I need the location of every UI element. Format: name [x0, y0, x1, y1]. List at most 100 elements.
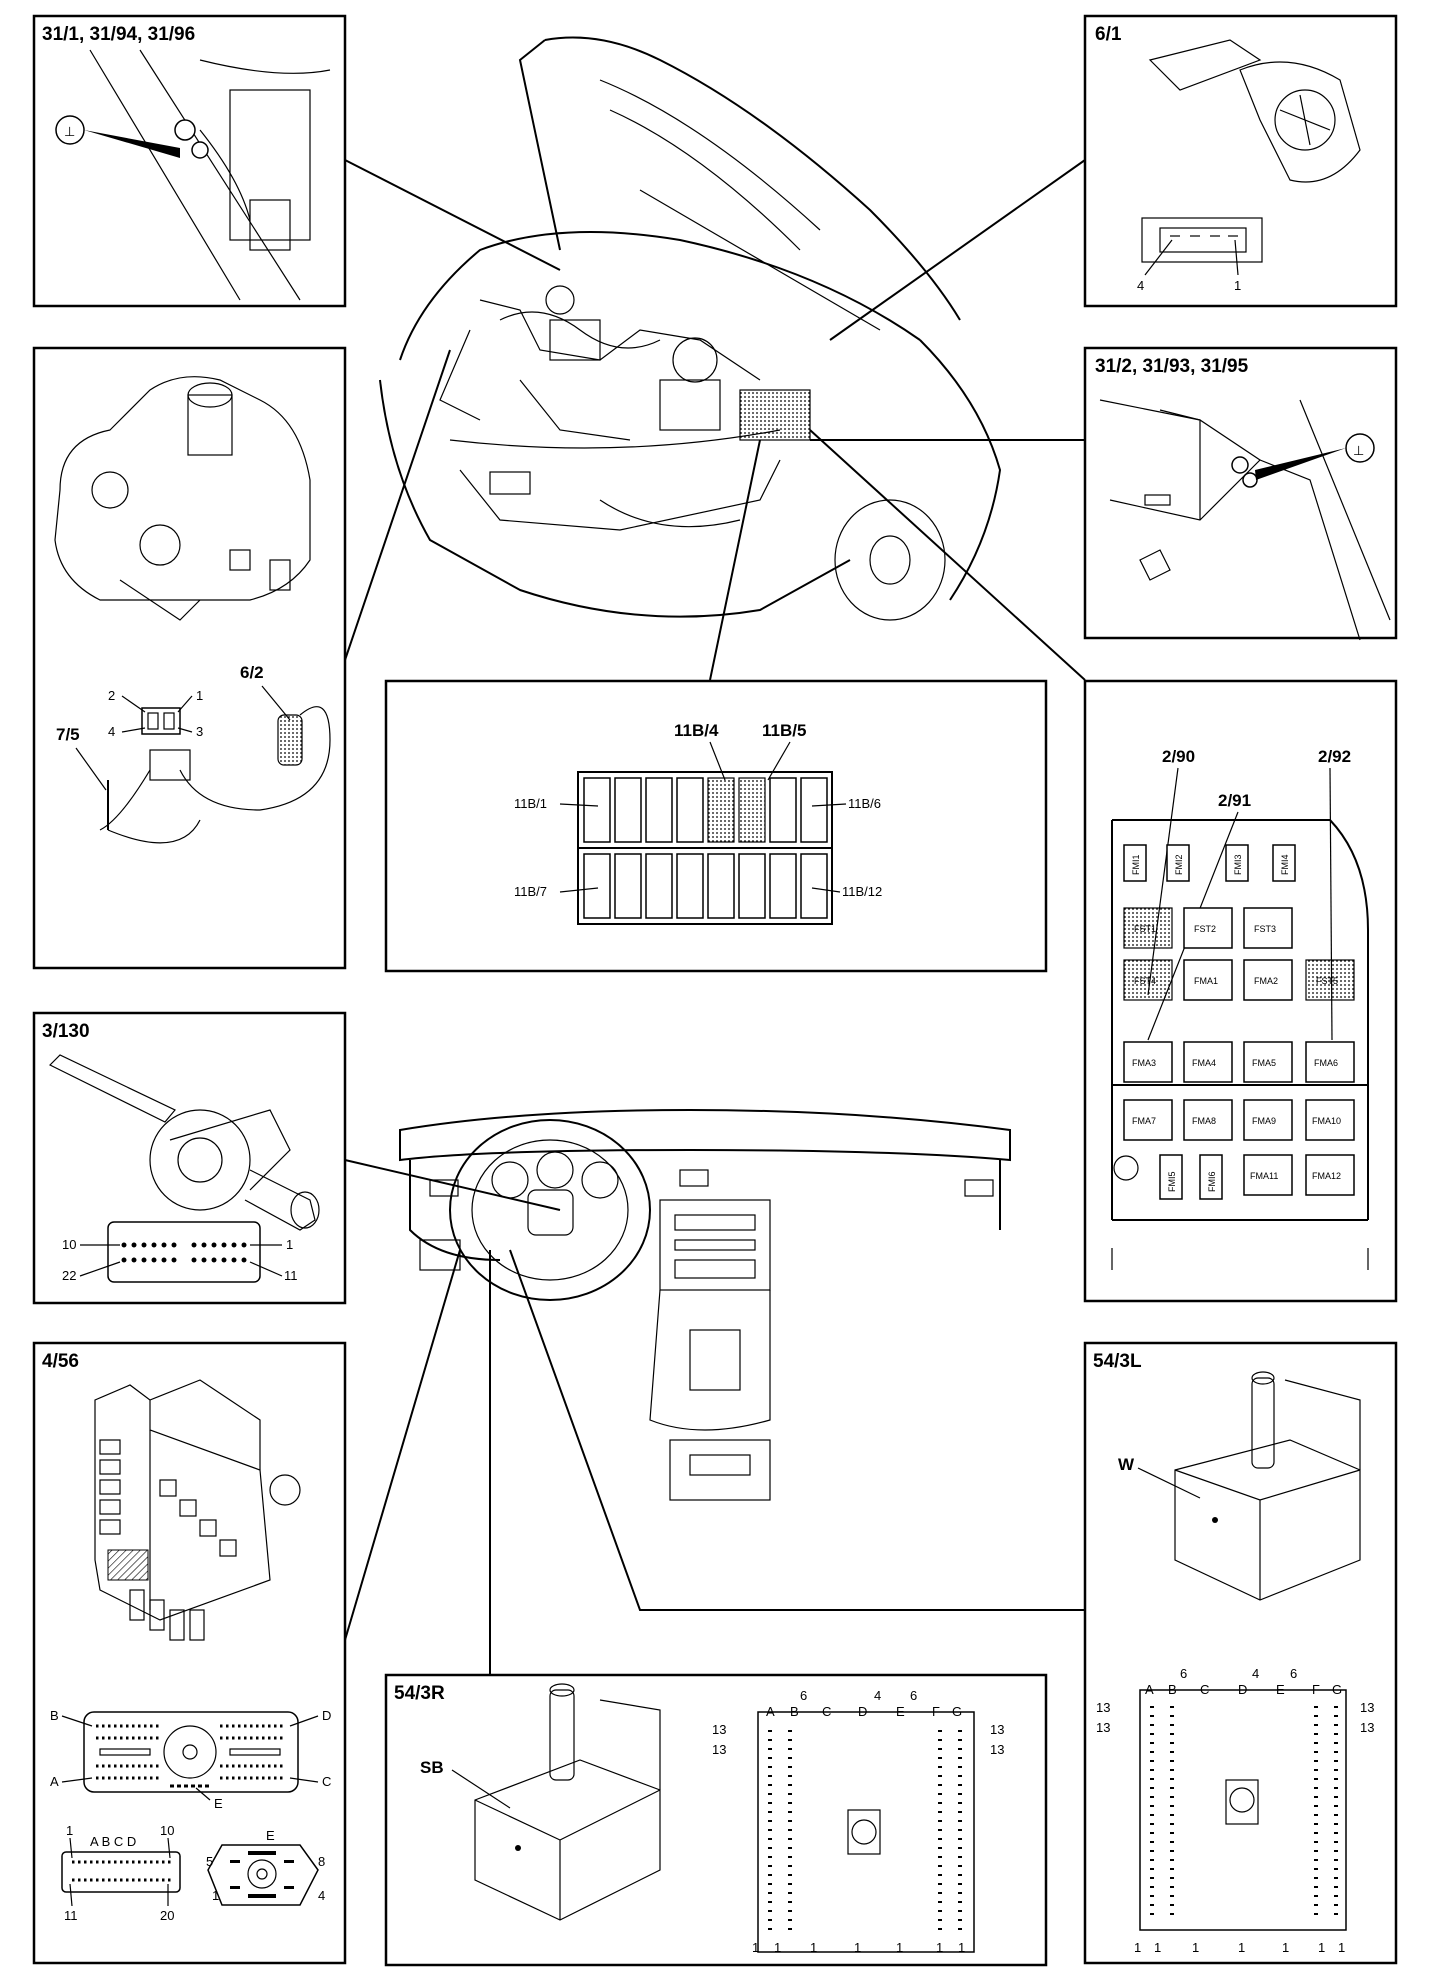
side-13-c: 13 — [990, 1722, 1004, 1737]
panel-6-1-title: 6/1 — [1095, 24, 1122, 45]
col-g: G — [952, 1704, 962, 1719]
col-f: F — [932, 1704, 940, 1719]
relay-fst5: FST5 — [1316, 976, 1338, 986]
conn2-pin-11: 11 — [64, 1908, 78, 1923]
col-b: B — [1168, 1682, 1177, 1697]
pin-1-label: 1 — [286, 1237, 293, 1252]
connector-4-56-pins — [96, 1724, 286, 1788]
relay-fma5: FMA5 — [1252, 1058, 1276, 1068]
panel-6-1: 6/1 4 1 — [1083, 14, 1398, 308]
fuse-row-top — [583, 777, 828, 843]
fuse-fmi2: FMI2 — [1174, 854, 1184, 875]
col-e: E — [1276, 1682, 1285, 1697]
pin-1-label: 1 — [1234, 278, 1241, 293]
relay-fma1: FMA1 — [1194, 976, 1218, 986]
conn3-pin-5: 5 — [206, 1854, 213, 1869]
panel-2-90-relay-box: 2/90 2/91 2/92 FMI1 FMI2 FMI3 FMI4 FST1 … — [1083, 679, 1398, 1303]
side-13-c: 13 — [1360, 1700, 1374, 1715]
car-engine-bay-illustration — [379, 36, 1002, 621]
bottom-1-d: 1 — [1238, 1940, 1245, 1955]
pin-4-label: 4 — [1137, 278, 1144, 293]
conn2-letters: A B C D — [90, 1834, 136, 1849]
leader-lines — [344, 159, 1086, 1675]
bottom-1-a: 1 — [1134, 1940, 1141, 1955]
bottom-1-d: 1 — [854, 1940, 861, 1955]
conn-c-label: C — [322, 1774, 331, 1789]
relay-fst3: FST3 — [1254, 924, 1276, 934]
panel-54-3r-title: 54/3R — [394, 1683, 445, 1704]
label-2-92: 2/92 — [1318, 747, 1351, 766]
top-6b: 6 — [1290, 1666, 1297, 1681]
side-13-a: 13 — [1096, 1700, 1110, 1715]
connector-54-3r-pins — [768, 1730, 962, 1930]
pin-2-label: 2 — [108, 688, 115, 703]
fuse-fmi6: FMI6 — [1207, 1171, 1217, 1192]
col-d: D — [1238, 1682, 1247, 1697]
col-g: G — [1332, 1682, 1342, 1697]
panel-3-130: 3/130 10 1 22 11 — [32, 1011, 347, 1305]
label-11b-5: 11B/5 — [762, 721, 806, 740]
panel-31-2-title: 31/2, 31/93, 31/95 — [1095, 356, 1249, 377]
label-7-5: 7/5 — [56, 725, 80, 744]
bottom-1-b: 1 — [1154, 1940, 1161, 1955]
bottom-1-e: 1 — [896, 1940, 903, 1955]
label-11b-1: 11B/1 — [514, 796, 547, 811]
bottom-1-f: 1 — [1318, 1940, 1325, 1955]
panel-4-56: 4/56 — [32, 1341, 347, 1965]
label-11b-7: 11B/7 — [514, 884, 547, 899]
conn-b-label: B — [50, 1708, 59, 1723]
panel-11b-fuse-box: 11B/4 11B/5 11B/1 11B/6 — [384, 679, 1048, 973]
relay-fst4: FST4 — [1134, 976, 1156, 986]
fuse-fmi5: FMI5 — [1167, 1171, 1177, 1192]
panel-31-1-title: 31/1, 31/94, 31/96 — [42, 24, 195, 45]
col-c: C — [822, 1704, 831, 1719]
relay-fma8: FMA8 — [1192, 1116, 1216, 1126]
label-w: W — [1118, 1455, 1135, 1474]
col-c: C — [1200, 1682, 1209, 1697]
conn-e-label: E — [214, 1796, 223, 1811]
bottom-1-c: 1 — [1192, 1940, 1199, 1955]
conn-d-label: D — [322, 1708, 331, 1723]
label-11b-6: 11B/6 — [848, 796, 881, 811]
dashboard-illustration — [399, 1108, 1011, 1501]
side-13-d: 13 — [990, 1742, 1004, 1757]
top-6a: 6 — [800, 1688, 807, 1703]
pin-1-label: 1 — [196, 688, 203, 703]
side-13-d: 13 — [1360, 1720, 1374, 1735]
col-b: B — [790, 1704, 799, 1719]
col-a: A — [1145, 1682, 1154, 1697]
relay-row-2: FST1 FST2 FST3 — [1123, 907, 1293, 949]
label-2-91: 2/91 — [1218, 791, 1251, 810]
relay-fma10: FMA10 — [1312, 1116, 1341, 1126]
relay-fma11: FMA11 — [1250, 1171, 1278, 1181]
conn3-pin-1: 1 — [212, 1888, 219, 1903]
bottom-1-e: 1 — [1282, 1940, 1289, 1955]
relay-fst1: FST1 — [1134, 924, 1156, 934]
relay-fma9: FMA9 — [1252, 1116, 1276, 1126]
panel-3-130-title: 3/130 — [42, 1021, 90, 1042]
ground-symbol-icon: ⊥ — [1353, 443, 1364, 458]
relay-row-3: FST4 FMA1 FMA2 FST5 — [1123, 959, 1355, 1001]
pin-11-label: 11 — [284, 1268, 298, 1283]
panel-7-5-6-2: 2 1 4 3 6/2 7/5 — [32, 346, 347, 970]
pin-10-label: 10 — [62, 1237, 76, 1252]
conn2-pin-20: 20 — [160, 1908, 174, 1923]
conn2-pin-1: 1 — [66, 1823, 73, 1838]
fuse-fmi4: FMI4 — [1280, 854, 1290, 875]
conn-a-label: A — [50, 1774, 59, 1789]
relay-row-4: FMA3 FMA4 FMA5 FMA6 — [1123, 1041, 1355, 1083]
ground-symbol-icon: ⊥ — [64, 124, 75, 139]
top-6a: 6 — [1180, 1666, 1187, 1681]
label-sb: SB — [420, 1758, 444, 1777]
relay-row-5: FMA7 FMA8 FMA9 FMA10 — [1123, 1099, 1355, 1141]
panel-31-1: 31/1, 31/94, 31/96 ⊥ — [32, 14, 347, 308]
relay-fma4: FMA4 — [1192, 1058, 1216, 1068]
side-13-a: 13 — [712, 1722, 726, 1737]
panel-54-3l: 54/3L W A B C D E F G 6 4 6 13 13 13 13 … — [1083, 1341, 1398, 1965]
pin-4-label: 4 — [108, 724, 115, 739]
relay-fma2: FMA2 — [1254, 976, 1278, 986]
relay-fma7: FMA7 — [1132, 1116, 1156, 1126]
relay-fma12: FMA12 — [1312, 1171, 1341, 1181]
relay-fma6: FMA6 — [1314, 1058, 1338, 1068]
